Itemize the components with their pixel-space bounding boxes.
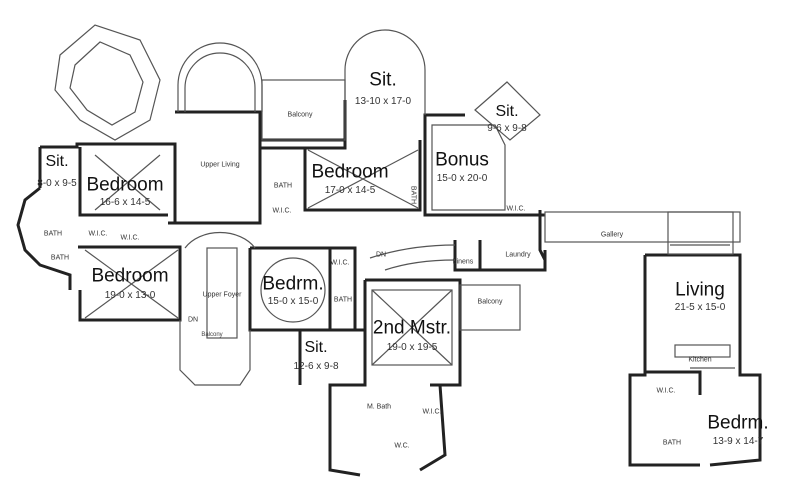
small-room-label: BATH	[50, 254, 70, 262]
room-name: Bedroom	[86, 174, 164, 196]
room-name: Sit.	[369, 69, 397, 91]
small-room-label: BATH	[43, 230, 63, 238]
room-name: Balcony	[287, 111, 313, 119]
small-room-label: W.I.C.	[120, 234, 140, 242]
room-name: 2nd Mstr.	[372, 317, 452, 339]
room-dimensions: 16-6 x 14-5	[99, 197, 151, 208]
room-dimensions: 19-0 x 19-5	[386, 342, 438, 353]
room-name: Upper Living	[200, 161, 240, 169]
small-room-label: M. Bath	[366, 403, 392, 411]
room-name: Bedrm.	[707, 412, 769, 434]
small-room-label: BATH	[662, 439, 682, 447]
room-name: Living	[675, 279, 725, 301]
small-room-label: W.I.C.	[272, 207, 292, 215]
room-name: Sit.	[495, 103, 519, 120]
room-name: Balcony	[201, 332, 223, 338]
room-name: Bedrm.	[262, 273, 324, 295]
room-dimensions: 19-0 x 13-0	[104, 290, 156, 301]
room-name: Bonus	[435, 149, 489, 171]
room-dimensions: 8-0 x 9-5	[37, 178, 77, 189]
small-room-label: W.C.	[394, 442, 410, 450]
room-name: Sit.	[304, 339, 328, 356]
room-dimensions: 13-9 x 14-7	[712, 436, 764, 447]
small-room-label: W.I.C.	[422, 408, 442, 416]
small-room-label: DN	[375, 251, 387, 259]
room-name: Bedroom	[311, 161, 389, 183]
room-dimensions: 21-5 x 15-0	[674, 302, 726, 313]
room-name: Upper Foyer	[202, 291, 242, 299]
room-name: Balcony	[477, 298, 503, 306]
small-room-label: W.I.C.	[506, 205, 526, 213]
room-name: Kitchen	[688, 356, 712, 364]
small-room-label: Laundry	[505, 251, 531, 259]
room-name: Bedroom	[91, 265, 169, 287]
small-room-label: BATH	[273, 182, 293, 190]
room-dimensions: 17-0 x 14-5	[324, 185, 376, 196]
room-dimensions: 9-6 x 9-8	[487, 123, 527, 134]
small-room-label: BATH	[333, 296, 353, 304]
room-dimensions: 15-0 x 20-0	[436, 173, 488, 184]
small-room-label: W.I.C.	[88, 230, 108, 238]
room-name: Gallery	[600, 231, 624, 239]
small-room-label: Linens	[452, 258, 474, 266]
room-name: Sit.	[45, 153, 69, 170]
room-dimensions: 15-0 x 15-0	[267, 296, 319, 307]
small-room-label: BATH	[409, 185, 417, 205]
small-room-label: W.I.C.	[656, 387, 676, 395]
small-room-label: W.I.C.	[330, 259, 350, 267]
room-dimensions: 12-6 x 9-8	[293, 361, 339, 372]
room-dimensions: 13-10 x 17-0	[354, 96, 412, 107]
small-room-label: DN	[187, 316, 199, 324]
